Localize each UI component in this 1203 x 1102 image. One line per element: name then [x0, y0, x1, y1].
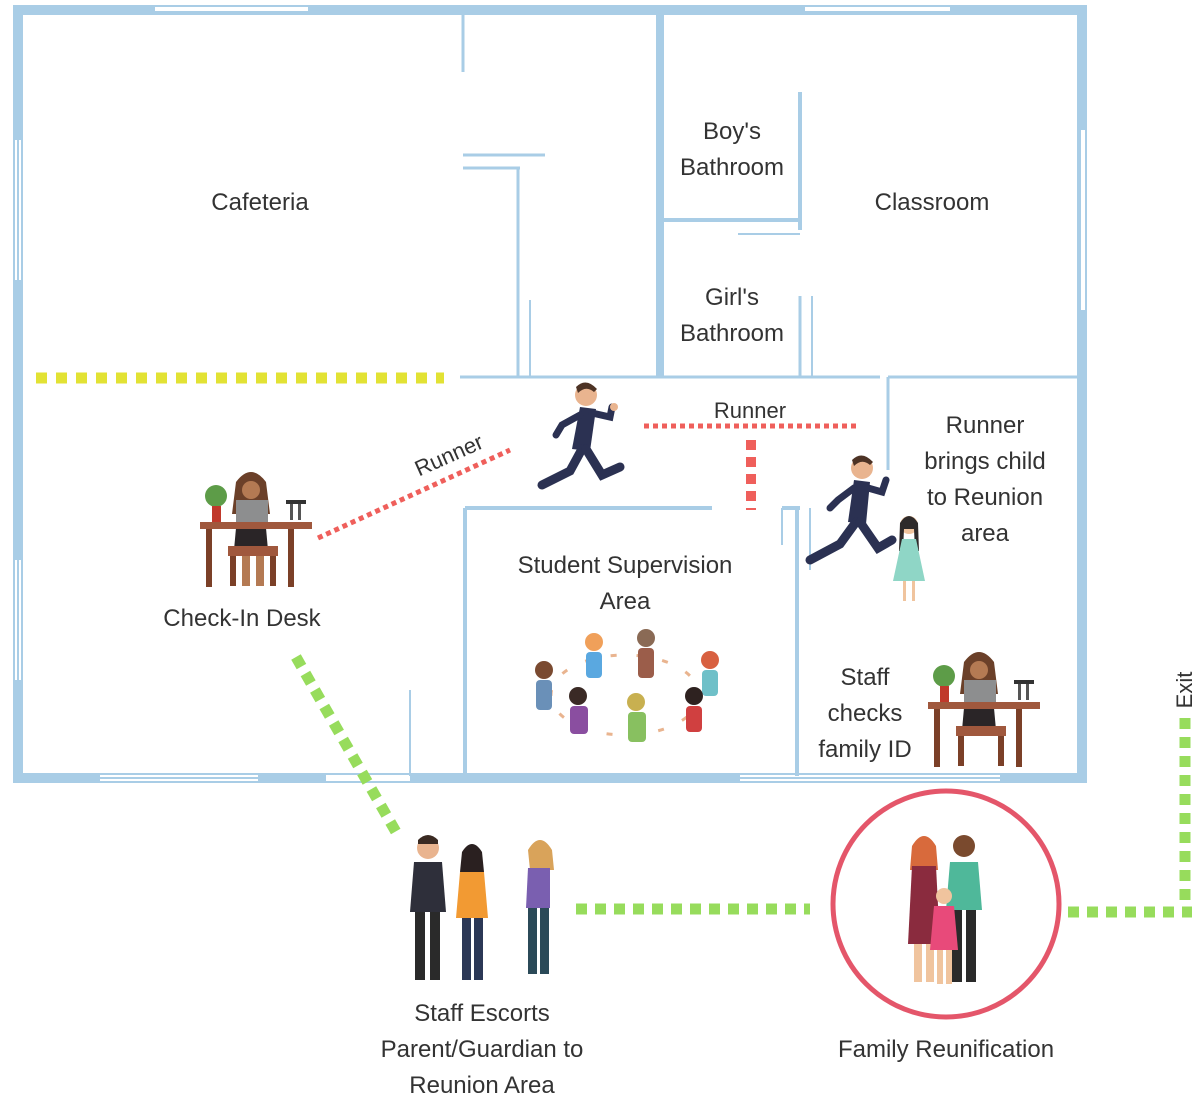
desk-staff-icon [928, 652, 1040, 767]
boys-bathroom-label-1: Boy's [703, 118, 761, 145]
escort-green-path [291, 654, 401, 835]
family-icon [908, 835, 982, 984]
check-in-label: Check-In Desk [163, 605, 321, 632]
girls-bathroom-label-2: Bathroom [680, 320, 784, 347]
runner-brings-label-2: brings child [924, 448, 1045, 475]
escort-label-1: Staff Escorts [414, 1000, 550, 1027]
runner-brings-label-1: Runner [946, 412, 1025, 439]
runner-center-label: Runner [714, 398, 786, 423]
runner-diagonal-label: Runner [411, 429, 487, 481]
reunification-label: Family Reunification [838, 1036, 1054, 1063]
running-person-icon [537, 382, 625, 490]
escort-label-3: Reunion Area [409, 1072, 555, 1097]
escort-label-2: Parent/Guardian to [381, 1036, 584, 1063]
staff-checks-label-1: Staff [841, 664, 890, 691]
girl-child-icon [893, 516, 925, 601]
desk-staff-icon [200, 472, 312, 587]
running-person-icon [805, 455, 897, 565]
classroom-label: Classroom [875, 189, 990, 216]
adults-group-icon [410, 835, 554, 980]
supervision-label-2: Area [600, 588, 651, 615]
building-walls [13, 5, 1087, 783]
boys-bathroom-label-2: Bathroom [680, 154, 784, 181]
exit-label: Exit [1172, 672, 1197, 709]
girls-bathroom-label-1: Girl's [705, 284, 759, 311]
runner-brings-label-4: area [961, 520, 1010, 547]
evacuation-paths [36, 372, 1192, 918]
staff-checks-label-2: checks [828, 700, 903, 727]
staff-checks-label-3: family ID [818, 736, 911, 763]
runner-brings-label-3: to Reunion [927, 484, 1043, 511]
cafeteria-label: Cafeteria [211, 189, 309, 216]
supervision-label-1: Student Supervision [518, 552, 733, 579]
reunification-circle [830, 788, 1062, 1020]
children-circle-icon [535, 629, 719, 742]
